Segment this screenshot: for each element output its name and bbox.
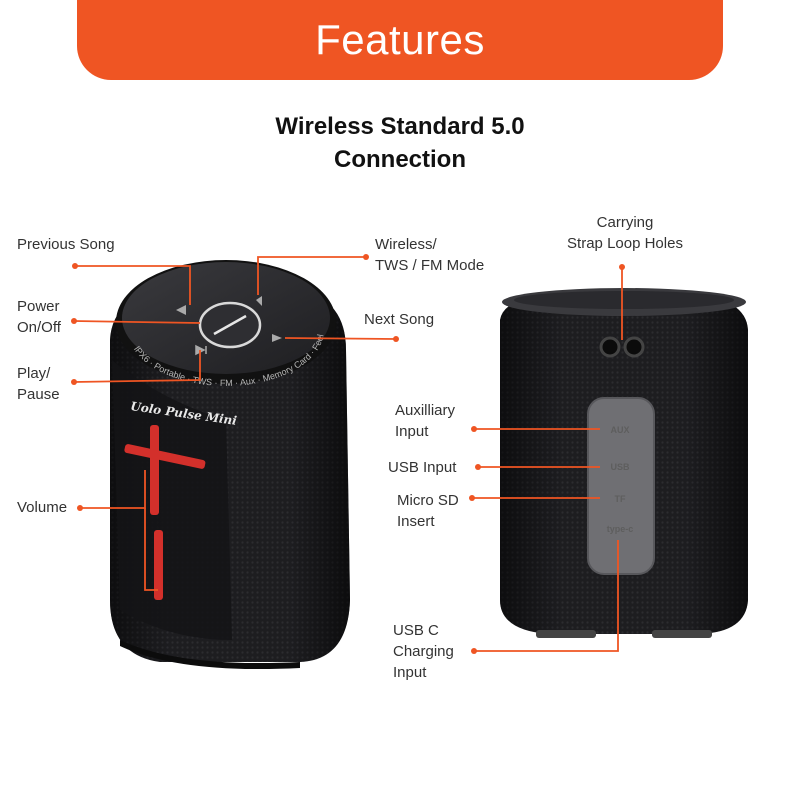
label-next-song: Next Song: [364, 311, 435, 328]
label-strap-holes: Carrying Strap Loop Holes: [567, 214, 683, 252]
leader-wireless-mode: [257, 256, 366, 295]
headline-line-2: Connection: [334, 146, 466, 173]
strap-hole-right: [623, 336, 645, 358]
label-previous-song: Previous Song: [17, 236, 115, 253]
label-play-pause: Play/ Pause: [17, 365, 60, 403]
leader-next-song: [284, 337, 397, 340]
volume-down-icon[interactable]: [154, 530, 163, 600]
callout-leaders: [71, 254, 625, 654]
front-speaker-face: [112, 360, 232, 640]
volume-up-vertical[interactable]: [150, 425, 159, 515]
next-song-icon[interactable]: [272, 334, 282, 342]
back-speaker: AUX USB TF type-c: [500, 288, 748, 638]
leader-previous-song: [75, 265, 191, 305]
port-panel[interactable]: [587, 397, 655, 575]
label-volume: Volume: [17, 499, 68, 516]
label-power: Power On/Off: [17, 298, 61, 336]
mode-icon[interactable]: [256, 296, 262, 306]
leader-power: [73, 320, 201, 324]
leader-usb-c: [474, 540, 619, 652]
headline-line-1: Wireless Standard 5.0: [275, 113, 525, 140]
strap-hole-left: [599, 336, 621, 358]
label-aux-input: Auxilliary Input: [395, 402, 456, 440]
leader-play-pause: [73, 350, 201, 383]
previous-song-icon[interactable]: [176, 305, 186, 315]
tf-port-label: TF: [615, 494, 626, 504]
label-wireless-mode: Wireless/ TWS / FM Mode: [375, 236, 485, 274]
usb-port-label: USB: [610, 462, 630, 472]
features-banner: Features: [77, 0, 723, 80]
volume-up-icon[interactable]: [124, 444, 206, 470]
label-usb-c: USB C Charging Input: [393, 622, 454, 681]
typec-port-label: type-c: [607, 524, 634, 534]
power-icon: [213, 314, 247, 336]
banner-title: Features: [315, 16, 485, 63]
connection-headline: Wireless Standard 5.0 Connection: [200, 110, 600, 176]
label-usb-input: USB Input: [388, 459, 457, 476]
label-micro-sd: Micro SD Insert: [397, 492, 459, 530]
aux-port-label: AUX: [610, 425, 629, 435]
